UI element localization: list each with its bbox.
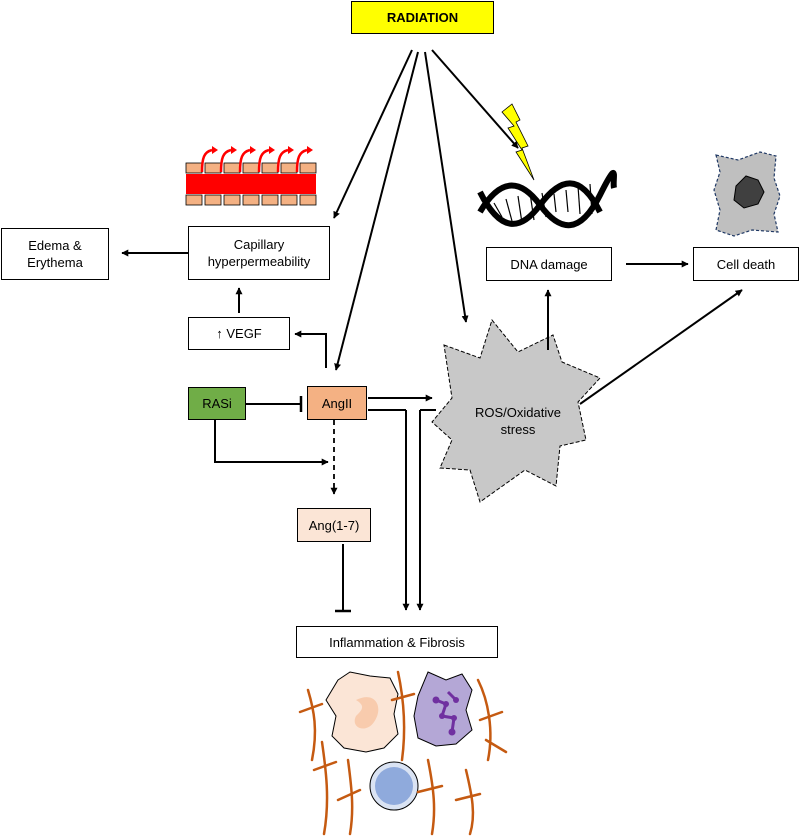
rasi-box: RASi [188,387,246,420]
inflammation-fibrosis-box: Inflammation & Fibrosis [296,626,498,658]
ang17-box: Ang(1-7) [297,508,371,542]
fibrin-strands [298,670,508,836]
dead-cell-icon [713,151,781,237]
ang17-label: Ang(1-7) [308,517,360,533]
angii-label: AngII [321,395,353,411]
capillary-hyperpermeability-label: Capillary hyperpermeability [207,237,311,269]
pathway-arrows [121,249,743,611]
dna-damage-label: DNA damage [510,256,588,272]
lightning-bolt-icon [501,103,535,181]
inflammatory-cells-icon [298,670,508,836]
radiation-arrows [333,49,519,371]
dna-helix-icon [477,169,617,229]
ros-label: ROS/Oxidative stress [475,405,561,437]
angii-box: AngII [307,386,367,420]
inflammation-fibrosis-label: Inflammation & Fibrosis [329,634,465,650]
edema-erythema-box: Edema & Erythema [1,228,109,280]
ros-starburst-shape [431,318,601,503]
vegf-box: ↑ VEGF [188,317,290,350]
radiation-label: RADIATION [386,10,459,25]
radiation-box: RADIATION [351,1,494,34]
blood-vessel-icon [185,146,317,206]
dna-damage-box: DNA damage [486,247,612,281]
cell-death-box: Cell death [693,247,799,281]
edema-erythema-label: Edema & Erythema [27,238,83,270]
rasi-label: RASi [202,396,232,411]
capillary-hyperpermeability-box: Capillary hyperpermeability [188,226,330,280]
vegf-label: ↑ VEGF [216,326,262,341]
cell-death-label: Cell death [716,256,776,272]
